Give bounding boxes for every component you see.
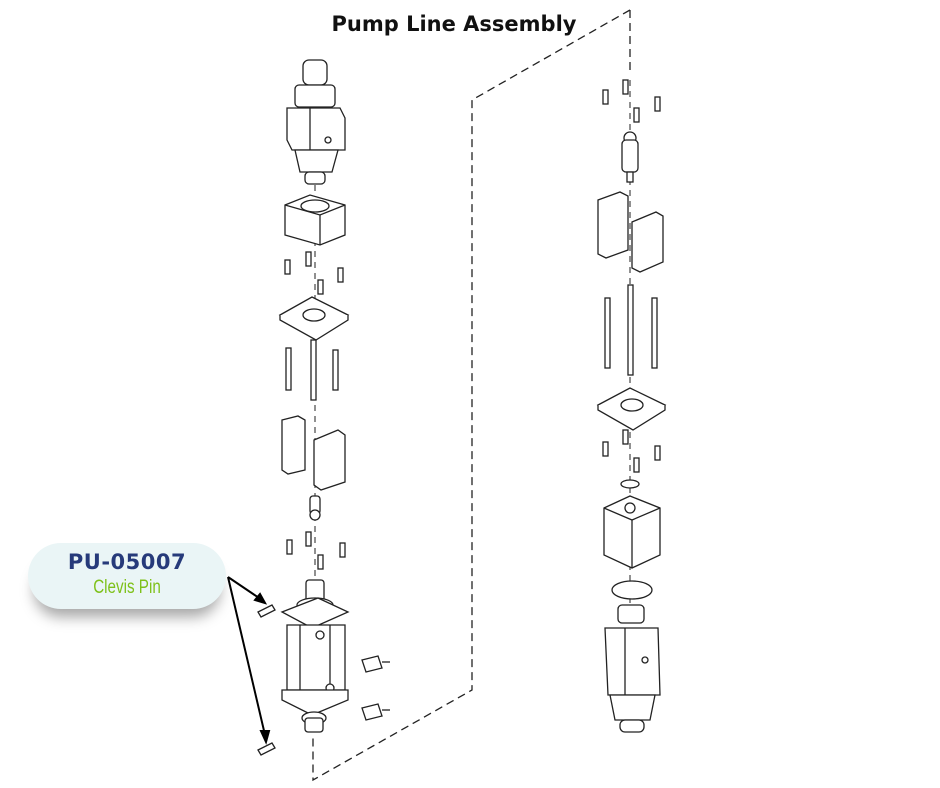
right-mount-block — [603, 495, 661, 569]
left-screws-lower — [286, 531, 346, 570]
left-clevis — [309, 495, 321, 521]
right-flange-plate — [596, 387, 667, 431]
left-tie-rods — [285, 339, 339, 401]
assembly-path — [312, 9, 631, 782]
part-callout: PU-05007 Clevis Pin — [28, 543, 226, 609]
left-flange-plate — [278, 296, 350, 341]
left-mount-block — [284, 194, 346, 246]
right-tie-rods — [604, 284, 658, 376]
hydraulic-fittings — [361, 655, 390, 721]
callout-arrows — [227, 576, 271, 745]
part-number: PU-05007 — [67, 550, 187, 574]
right-clevis — [621, 131, 639, 183]
right-screws-top — [602, 79, 661, 123]
left-pump-head — [286, 59, 346, 185]
left-screws-upper — [284, 251, 344, 295]
part-name: Clevis Pin — [93, 577, 161, 598]
diagram-title: Pump Line Assembly — [331, 12, 577, 36]
clevis-pins — [257, 604, 276, 756]
right-o-ring-upper — [620, 479, 640, 489]
left-spacer-blocks — [281, 415, 346, 491]
right-screws-mid — [602, 429, 661, 473]
right-spacer-blocks — [597, 191, 664, 273]
hydraulic-cylinder — [280, 579, 350, 733]
right-o-ring-lower — [611, 580, 653, 600]
right-pump-head — [604, 604, 661, 733]
